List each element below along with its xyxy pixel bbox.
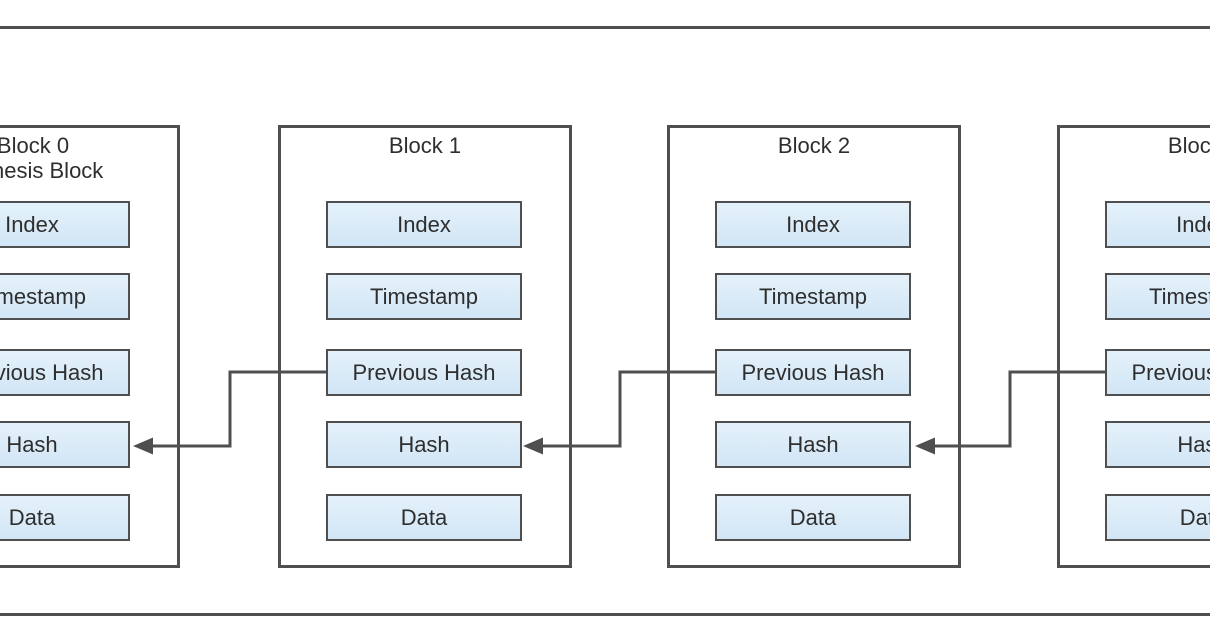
block-3-field-data: Data — [1105, 494, 1210, 541]
block-title-text: Block 1 — [388, 133, 462, 158]
block-subtitle-text: Genesis Block — [0, 158, 104, 183]
field-label: Previous Hash — [741, 359, 885, 385]
field-label: Index — [5, 211, 59, 237]
block-1-field-hash: Hash — [326, 421, 522, 468]
block-3-field-previous-hash: Previous Hash — [1105, 349, 1210, 396]
field-label: Data — [8, 504, 56, 530]
outer-frame-top-line — [0, 26, 1210, 29]
field-label: Hash — [1177, 431, 1210, 457]
block-1-field-data: Data — [326, 494, 522, 541]
block-3-field-hash: Hash — [1105, 421, 1210, 468]
block-1: Block 1 Index Timestamp Previous Hash Ha… — [278, 125, 572, 568]
field-label: Index — [1176, 211, 1210, 237]
block-3: Block 3 Index Timestamp Previous Hash Ha… — [1057, 125, 1210, 568]
block-1-field-index: Index — [326, 201, 522, 248]
field-label: Hash — [398, 431, 450, 457]
block-1-title: Block 1 — [281, 133, 569, 158]
field-label: Timestamp — [370, 283, 478, 309]
field-label: Data — [789, 504, 837, 530]
block-1-field-previous-hash: Previous Hash — [326, 349, 522, 396]
outer-frame-bottom-line — [0, 613, 1210, 616]
field-label: Timestamp — [1149, 283, 1210, 309]
field-label: Timestamp — [0, 283, 86, 309]
field-label: Previous Hash — [0, 359, 104, 385]
block-0-field-previous-hash: Previous Hash — [0, 349, 130, 396]
field-label: Index — [397, 211, 451, 237]
block-2-field-hash: Hash — [715, 421, 911, 468]
block-1-field-timestamp: Timestamp — [326, 273, 522, 320]
block-0-field-timestamp: Timestamp — [0, 273, 130, 320]
field-label: Hash — [6, 431, 58, 457]
block-3-field-timestamp: Timestamp — [1105, 273, 1210, 320]
field-label: Index — [786, 211, 840, 237]
block-0-title: Block 0 Genesis Block — [0, 133, 177, 183]
block-0-field-data: Data — [0, 494, 130, 541]
block-title-text: Block 0 — [0, 133, 70, 158]
block-2-field-data: Data — [715, 494, 911, 541]
block-2-field-previous-hash: Previous Hash — [715, 349, 911, 396]
field-label: Hash — [787, 431, 839, 457]
block-0-field-hash: Hash — [0, 421, 130, 468]
block-0: Block 0 Genesis Block Index Timestamp Pr… — [0, 125, 180, 568]
field-label: Data — [1179, 504, 1210, 530]
block-title-text: Block 3 — [1167, 133, 1210, 158]
field-label: Previous Hash — [1131, 359, 1210, 385]
block-2: Block 2 Index Timestamp Previous Hash Ha… — [667, 125, 961, 568]
block-2-title: Block 2 — [670, 133, 958, 158]
block-2-field-timestamp: Timestamp — [715, 273, 911, 320]
block-2-field-index: Index — [715, 201, 911, 248]
field-label: Data — [400, 504, 448, 530]
block-3-field-index: Index — [1105, 201, 1210, 248]
block-3-title: Block 3 — [1060, 133, 1210, 158]
block-title-text: Block 2 — [777, 133, 851, 158]
block-0-field-index: Index — [0, 201, 130, 248]
field-label: Previous Hash — [352, 359, 496, 385]
field-label: Timestamp — [759, 283, 867, 309]
